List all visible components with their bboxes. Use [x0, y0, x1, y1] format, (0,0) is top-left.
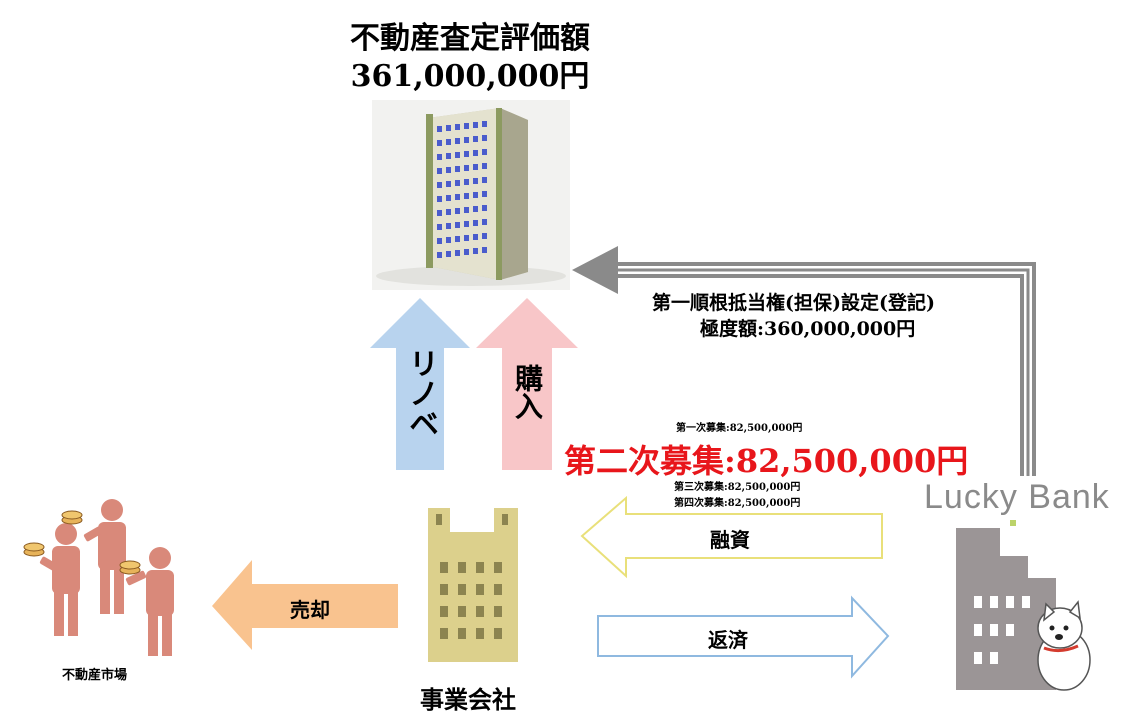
renovation-label: リノベ	[403, 348, 438, 438]
market-label: 不動産市場	[62, 668, 128, 683]
valuation-amount: 361,000,000円	[350, 59, 590, 94]
recruitment-third: 第三次募集:82,500,000円	[674, 482, 801, 493]
repayment-label: 返済	[708, 628, 748, 652]
coins-icon	[23, 510, 141, 575]
lucky-bank-logo: Lucky Bank	[924, 478, 1110, 516]
mortgage-arrow	[572, 246, 1036, 476]
valuation-title: 不動産査定評価額	[350, 21, 590, 56]
company-building-icon	[428, 508, 518, 662]
purchase-label: 購入	[511, 364, 544, 420]
repayment-arrow	[597, 595, 890, 679]
sale-arrow	[212, 560, 398, 650]
company-label: 事業会社	[420, 685, 516, 714]
valuation-heading: 不動産査定評価額 361,000,000円	[290, 20, 650, 96]
mortgage-line1: 第一順根抵当権(担保)設定(登記)	[652, 292, 935, 314]
mortgage-line2: 極度額:360,000,000円	[700, 318, 916, 340]
tower-building-image	[372, 100, 570, 290]
loan-label: 融資	[710, 528, 750, 552]
loan-arrow	[580, 495, 883, 579]
renovation-arrow	[370, 298, 470, 470]
lender-building-icon	[956, 520, 1056, 690]
purchase-arrow	[476, 298, 578, 470]
recruitment-fourth: 第四次募集:82,500,000円	[674, 498, 801, 509]
people-icon	[39, 499, 174, 656]
sale-label: 売却	[290, 598, 330, 622]
recruitment-second: 第二次募集:82,500,000円	[564, 442, 969, 480]
recruitment-first: 第一次募集:82,500,000円	[676, 423, 803, 434]
dog-mascot-icon	[1037, 600, 1091, 691]
